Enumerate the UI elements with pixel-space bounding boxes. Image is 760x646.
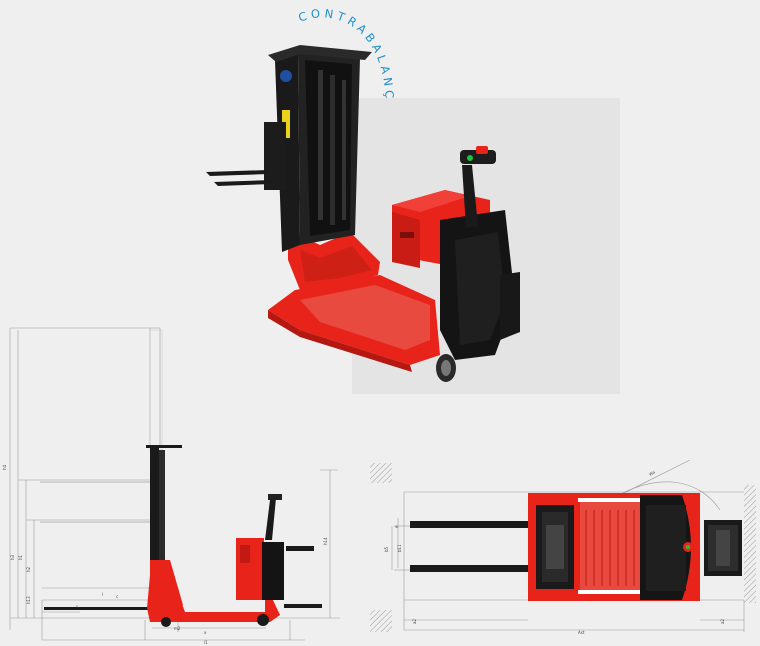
dim-e: e — [394, 525, 399, 528]
dim-s: s — [76, 604, 78, 609]
dim-h4: h4 — [2, 464, 7, 470]
dim-b5: b5 — [384, 546, 389, 552]
dim-c: c — [116, 594, 118, 599]
hatch-wall-icon — [370, 463, 392, 483]
dim-h3: h3 — [10, 554, 15, 560]
dim-b11: b11 — [397, 544, 402, 552]
dim-l: l — [102, 592, 103, 597]
dim-h14: h14 — [323, 537, 328, 545]
dim-wa: Wa — [648, 469, 656, 477]
dim-h2: h2 — [26, 566, 31, 572]
dim-h13: h13 — [26, 596, 31, 604]
dim-h1: h1 — [18, 554, 23, 560]
dim-m2: m2 — [174, 626, 181, 631]
dim-a2-right: a2 — [720, 619, 725, 624]
dim-l1: l1 — [204, 640, 208, 645]
dim-x: x — [204, 630, 207, 635]
hatch-wall-icon — [744, 485, 756, 603]
hatch-wall-icon — [370, 610, 392, 632]
dim-a2-left: a2 — [412, 619, 417, 624]
dim-ast: Ast — [578, 630, 585, 635]
